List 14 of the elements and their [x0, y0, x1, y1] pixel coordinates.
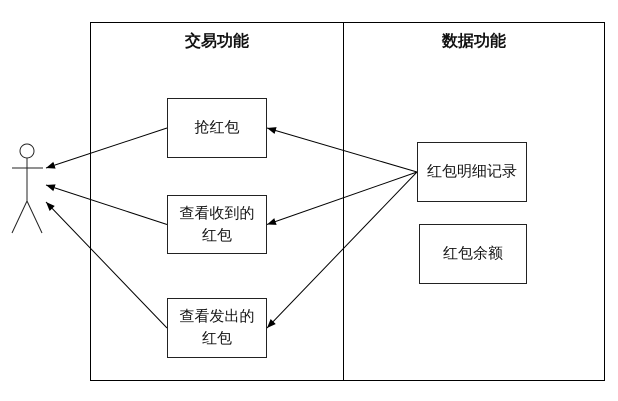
arrow: [266, 172, 418, 225]
use-case-box: 查看发出的红包: [167, 298, 267, 358]
actor-figure: [10, 143, 46, 235]
lane-heading: 数据功能: [440, 31, 507, 52]
arrow: [46, 128, 168, 169]
arrow: [266, 127, 418, 172]
arrow: [46, 184, 168, 225]
use-case-box: 红包明细记录: [417, 142, 527, 202]
arrow: [46, 202, 168, 328]
use-case-box: 红包余额: [419, 224, 527, 284]
use-case-box: 抢红包: [167, 98, 267, 158]
lane-heading: 交易功能: [184, 31, 250, 52]
arrow: [266, 172, 418, 328]
use-case-box: 查看收到的红包: [167, 195, 267, 254]
